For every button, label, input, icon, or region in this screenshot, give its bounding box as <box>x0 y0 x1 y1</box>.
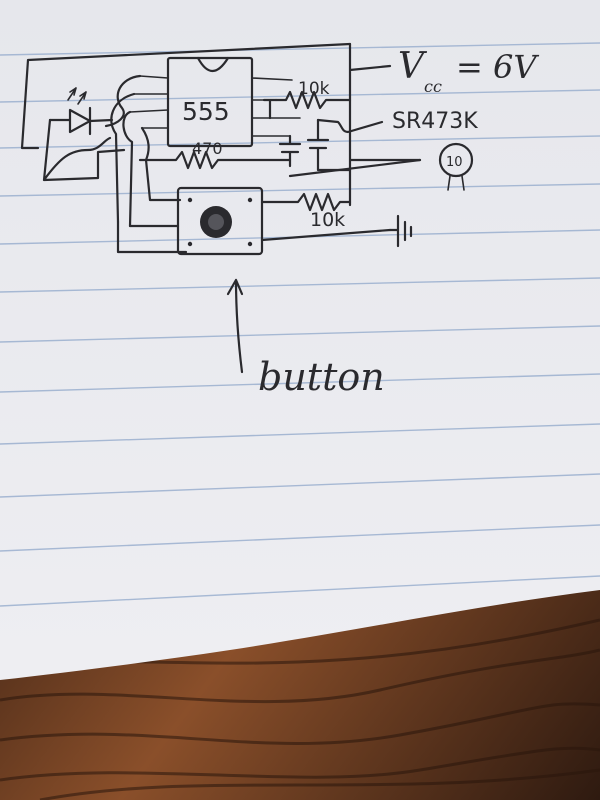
wire-to-part-number <box>316 118 384 134</box>
ic-555-body <box>166 56 254 148</box>
button-pointer-arrow <box>226 278 244 374</box>
wire-led-loops <box>42 118 126 182</box>
part-number-label: SR473K <box>392 109 478 134</box>
resistor-10k-bottom-label: 10k <box>310 209 345 231</box>
wire-to-ldr <box>288 158 422 178</box>
ic-notch <box>196 56 230 73</box>
circuit-schematic: 555 10k 470 10 <box>20 42 474 374</box>
svg-text:cc: cc <box>424 77 442 96</box>
photo-component-label: 10 <box>446 155 463 170</box>
push-button-body <box>176 186 264 256</box>
svg-text:V: V <box>398 46 428 87</box>
ic-pins-left <box>129 75 169 129</box>
wire-top <box>20 42 352 150</box>
wire-button-bottom <box>116 192 392 254</box>
photo-component-symbol <box>438 142 474 178</box>
wood-grain <box>0 618 600 800</box>
led-symbol <box>48 106 114 136</box>
ic-555-label: 555 <box>182 97 230 126</box>
push-button-corners <box>187 197 253 247</box>
resistor-470 <box>138 150 292 170</box>
vcc-label: V cc = 6V <box>398 46 539 96</box>
photo-component-legs <box>447 175 465 191</box>
capacitor-pair <box>278 118 352 172</box>
led-light-arrows <box>67 87 87 105</box>
button-label: button <box>258 355 385 399</box>
svg-text:= 6V: = 6V <box>456 48 539 86</box>
resistor-10k-top-label: 10k <box>298 79 330 99</box>
paper-sheet <box>0 0 600 680</box>
resistor-10k-top <box>274 90 352 110</box>
resistor-470-label: 470 <box>192 139 223 158</box>
push-button-cap-inner <box>208 214 224 230</box>
wire-right-rail <box>348 42 422 207</box>
ground-symbol <box>388 214 413 248</box>
capacitor-small <box>262 98 278 120</box>
wire-jumpers-left <box>104 74 182 228</box>
